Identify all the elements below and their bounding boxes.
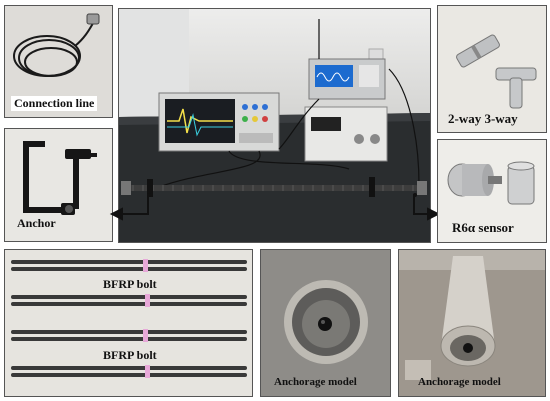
bfrp-bolt-label-top: BFRP bolt: [103, 277, 157, 291]
test-setup-illustration: [119, 9, 430, 242]
anchorage-model-label-2: Anchorage model: [418, 376, 501, 388]
bfrp-bolt-label-bottom: BFRP bolt: [103, 348, 157, 362]
connection-line-label: Connection line: [11, 96, 98, 111]
anchor-label: Anchor: [17, 216, 56, 230]
anchorage-end-view: [261, 250, 390, 396]
two-way-three-way-label: 2-way 3-way: [448, 111, 518, 126]
anchor-panel: Anchor: [4, 128, 113, 242]
anchor-clamp-icon: [5, 129, 112, 241]
bfrp-bolt-on-bench: [121, 177, 427, 197]
setup-photo-panel: [118, 8, 431, 243]
bfrp-bolt-panel: BFRP bolt BFRP bolt: [4, 249, 253, 397]
anchorage-model-label-1: Anchorage model: [274, 376, 357, 388]
oscilloscope-icon: [158, 92, 280, 152]
amplifier-icon: [304, 106, 388, 162]
anchorage-side-view: [399, 250, 545, 396]
connector-pieces-icon: [438, 6, 546, 132]
connector-pieces-panel: 2-way 3-way: [437, 5, 547, 133]
sensor-panel: R6α sensor: [437, 139, 547, 243]
anchorage-model-side-panel: Anchorage model: [398, 249, 546, 397]
sensor-label: R6α sensor: [452, 220, 514, 235]
anchorage-model-end-panel: Anchorage model: [260, 249, 391, 397]
connection-line-panel: Connection line: [4, 5, 113, 118]
bfrp-bolt-rods: [5, 250, 252, 396]
sensor-cylinder-icon: [438, 140, 546, 242]
signal-generator-icon: [308, 58, 386, 100]
